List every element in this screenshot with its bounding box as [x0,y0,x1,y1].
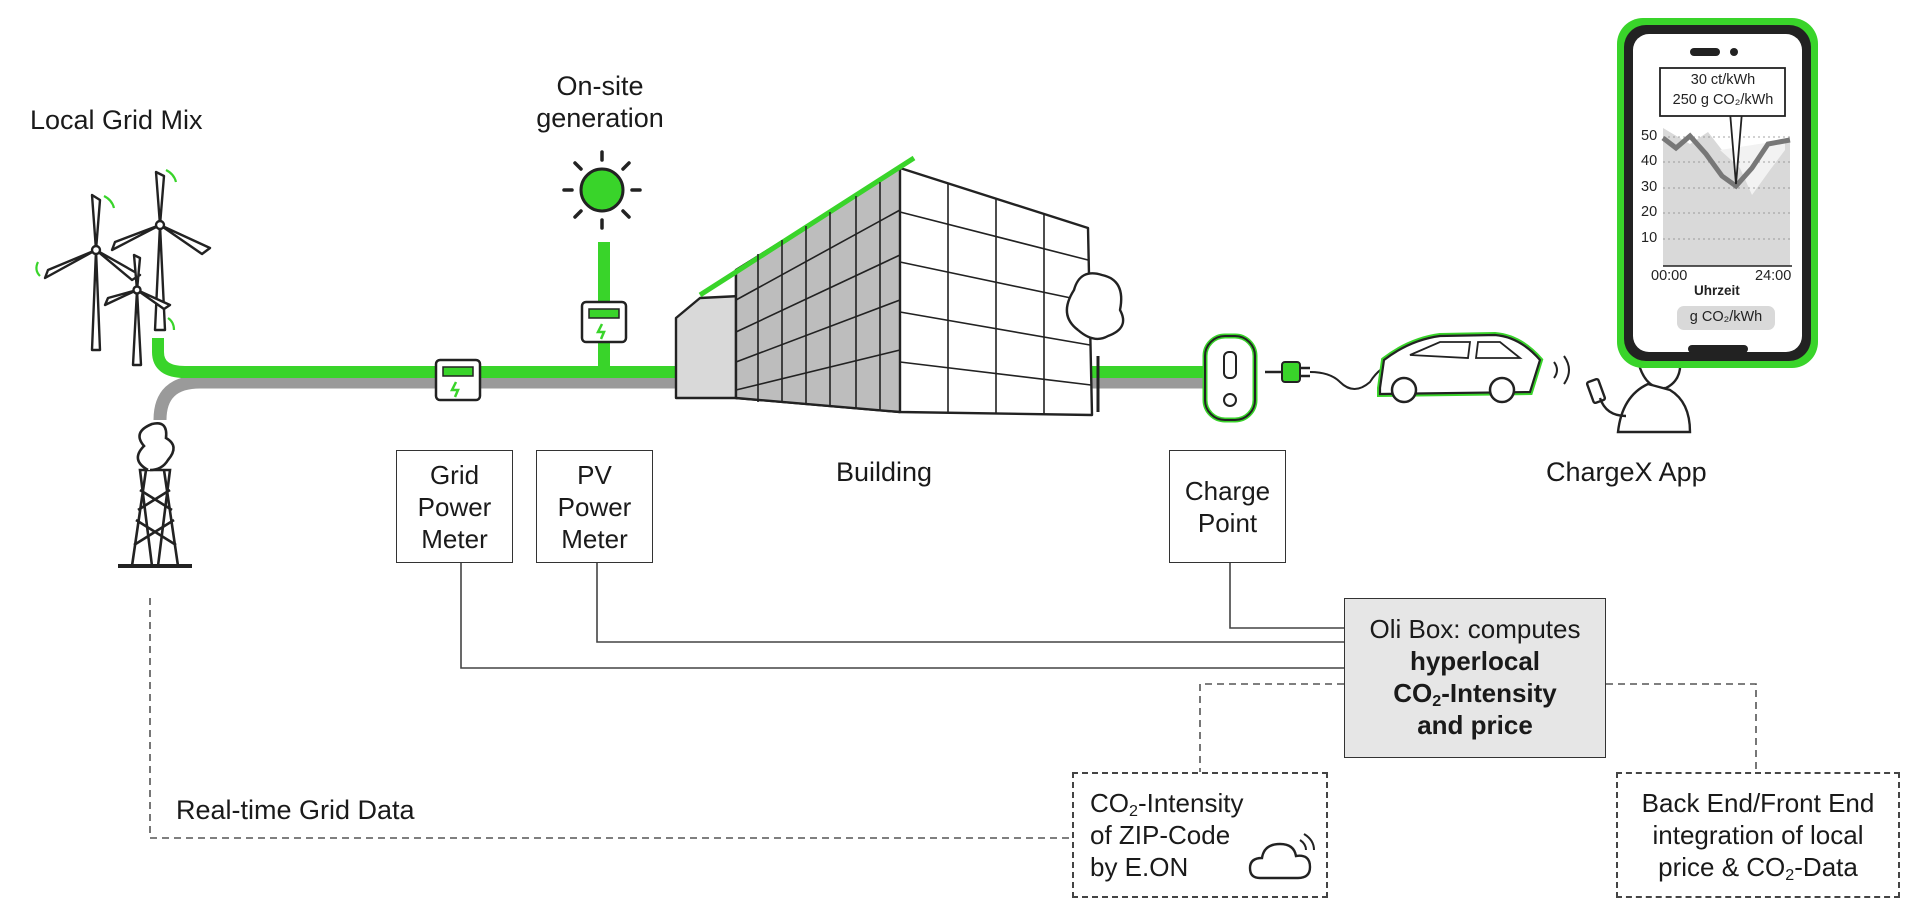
oli-co2-suffix: -Intensity [1441,678,1557,708]
onsite-generation-label: On-site generation [530,70,670,134]
pv-power-meter-box: PV Power Meter [536,450,653,563]
realtime-grid-data-line [149,598,1072,839]
oli-to-zip-line [1199,683,1344,772]
tooltip-pointer [1729,111,1743,185]
oli-line-1: Oli Box: computes [1369,614,1581,644]
y-tick: 50 [1641,128,1658,144]
pv-box-line-2: Power [557,491,632,522]
plug-cable-icon [1265,361,1397,390]
charge-point-box: Charge Point [1169,450,1286,563]
zip-line-2: of ZIP-Code [1090,820,1231,850]
backend-line3-suffix: -Data [1794,852,1858,882]
realtime-grid-data-label: Real-time Grid Data [176,795,415,825]
pv-box-line-3: Meter [561,523,628,554]
oli-bold-3: and price [1417,710,1533,740]
grid-power-meter-box: Grid Power Meter [396,450,513,563]
dashed-connectors [149,598,1757,839]
zip-co2-suffix: -Intensity [1137,788,1244,818]
oil-derrick-icon [118,422,192,568]
building-icon [674,155,1125,417]
y-tick: 10 [1641,230,1658,246]
y-tick: 30 [1641,179,1658,195]
phone-chart [1659,67,1792,330]
x-tick-end: 24:00 [1755,268,1792,284]
local-grid-mix-label: Local Grid Mix [30,105,203,135]
oli-to-backend-line [1606,683,1757,772]
pv-box-line-1: PV [577,459,612,490]
oli-co2-prefix: CO [1393,678,1433,708]
grid-power-line [153,375,1215,421]
y-tick: 20 [1641,204,1658,220]
oli-co2-sub: 2 [1432,692,1442,711]
solid-connectors [460,563,1344,669]
wind-motion-marks [35,169,178,331]
cp-box-line-2: Point [1197,507,1258,538]
zip-co2-sub: 2 [1129,802,1138,821]
unit-button-label[interactable]: g CO₂/kWh [1689,309,1763,325]
pv-meter-icon [580,300,628,344]
chart-area [1663,128,1790,266]
onsite-line-2: generation [536,103,664,133]
tooltip-box [1659,67,1786,117]
electric-car-icon [1377,331,1570,404]
backend-frontend-box: Back End/Front End integration of local … [1616,772,1900,898]
backend-line-1: Back End/Front End [1641,788,1875,818]
grid-meter-icon [434,358,482,402]
building-label: Building [836,457,933,487]
chargex-app-label: ChargeX App [1546,457,1707,487]
wind-turbines-icon [43,170,212,367]
x-tick-start: 00:00 [1651,268,1688,284]
y-tick: 40 [1641,153,1658,169]
sun-icon [562,150,642,230]
grid-box-line-2: Power [417,491,492,522]
oli-bold-1: hyperlocal [1409,646,1541,676]
grid-box-line-3: Meter [421,523,488,554]
grid-box-line-1: Grid [429,459,480,490]
oli-box: Oli Box: computes hyperlocal CO2-Intensi… [1344,598,1606,758]
charge-point-to-oli-line [1229,563,1344,629]
backend-line3-sub: 2 [1785,866,1795,885]
pv-meter-to-oli-line [596,563,1344,643]
unit-button [1677,306,1775,330]
grid-meter-to-oli-line [460,563,1344,669]
cloud-icon [1248,833,1315,880]
charge-point-icon [1202,333,1258,423]
backend-line3-prefix: price & CO [1658,852,1786,882]
renewable-power-line [152,338,680,378]
x-axis-label: Uhrzeit [1694,283,1740,298]
zip-co2-prefix: CO [1090,788,1129,818]
onsite-line-1: On-site [556,71,644,101]
tooltip-co2: 250 g CO₂/kWh [1672,92,1774,108]
cp-box-line-1: Charge [1184,475,1271,506]
chart-gridlines [1663,136,1790,240]
tooltip-price: 30 ct/kWh [1690,72,1756,88]
backend-line-2: integration of local [1652,820,1864,850]
zip-line-3: by E.ON [1090,852,1189,882]
chart-line [1661,132,1791,190]
